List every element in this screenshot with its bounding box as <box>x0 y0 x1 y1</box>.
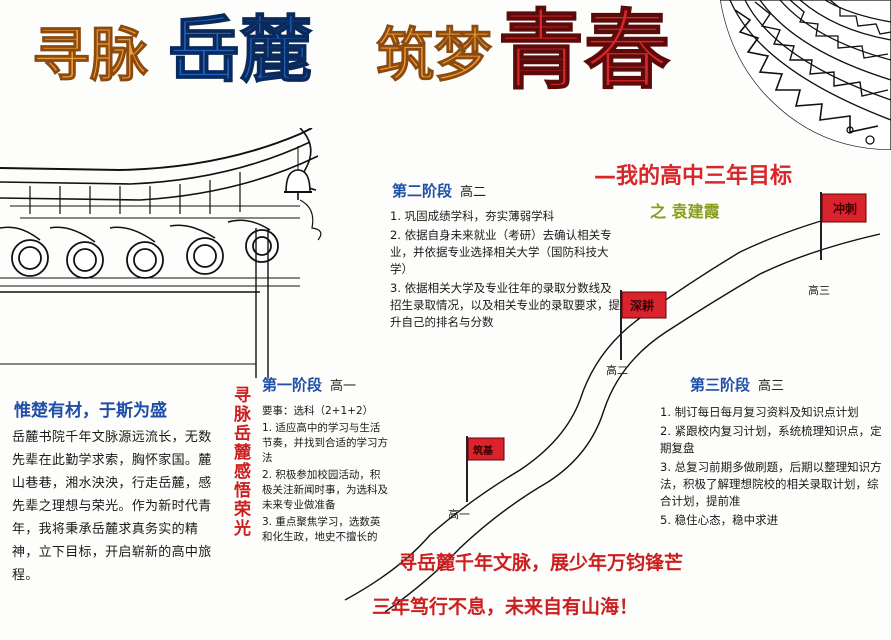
roof-illustration <box>0 128 322 378</box>
road-grade-3: 高三 <box>808 284 830 297</box>
stage1-item: 2. 积极参加校园活动，积极关注新闻时事，为选科及未来专业做准备 <box>262 469 388 511</box>
road-grade-1: 高一 <box>448 508 470 521</box>
road-grade-2: 高二 <box>606 364 628 377</box>
left-panel-heading: 惟楚有材，于斯为盛 <box>14 401 167 421</box>
stage1-header: 第一阶段高一 <box>262 374 356 395</box>
stage1-item: 要事：选科（2+1+2） <box>262 405 374 417</box>
title-word-2: 岳麓 <box>167 7 313 92</box>
title-word-4: 青春 <box>497 0 671 101</box>
flag-label-3: 冲刺 <box>833 202 858 216</box>
subtitle-author: 之 袁建霞 <box>650 202 720 221</box>
flag-pole-3 <box>820 192 867 260</box>
flag-icon <box>821 193 867 223</box>
title-word-3: 筑梦 <box>375 21 493 89</box>
flag-label-2: 深耕 <box>630 299 655 313</box>
stage3-item: 2. 紧跟校内复习计划，系统梳理知识点，定期复盘 <box>660 424 882 455</box>
stage1-item: 3. 重点聚焦学习，选数英和化生政，地史不擅长的 <box>262 516 381 543</box>
decorative-pattern <box>720 0 891 150</box>
stage2-header: 第二阶段高二 <box>392 180 486 201</box>
flag-icon <box>467 437 505 461</box>
stage3-list: 1. 制订每日每月复习资料及知识点计划 2. 紧跟校内复习计划，系统梳理知识点，… <box>660 404 882 531</box>
stage2-item: 2. 依据自身未来就业（考研）去确认相关专业，并依据专业选择相关大学（国防科技大… <box>390 228 612 276</box>
flag-pole-2 <box>620 290 667 360</box>
stage1-grade: 高一 <box>330 379 357 394</box>
stage2-item: 3. 依据相关大学及专业往年的录取分数线及招生录取情况，以及相关专业的录取要求，… <box>390 281 620 329</box>
left-panel-body: 岳麓书院千年文脉源远流长，无数先辈在此勤学求索，胸怀家国。麓山巷巷，湘水泱泱，行… <box>12 430 212 583</box>
vertical-text: 寻脉岳麓感悟荣光 <box>230 386 250 538</box>
stage1-label: 第一阶段 <box>262 376 323 394</box>
stage1-list: 要事：选科（2+1+2） 1. 适应高中的学习与生活节奏，并找到合适的学习方法 … <box>262 404 390 547</box>
subtitle-line: —我的高中三年目标 <box>594 164 793 189</box>
stage3-header: 第三阶段高三 <box>690 374 784 395</box>
stage3-label: 第三阶段 <box>690 376 751 394</box>
stage2-item: 1. 巩固成绩学科，夯实薄弱学科 <box>390 209 555 223</box>
stage2-grade: 高二 <box>460 185 487 200</box>
title-word-1: 寻脉 <box>31 21 149 89</box>
slogan-line-2: 三年笃行不息，未来自有山海！ <box>372 596 639 618</box>
flag-icon <box>621 291 667 319</box>
stage3-grade: 高三 <box>758 379 785 394</box>
flag-label-1: 筑基 <box>473 446 493 457</box>
stage2-label: 第二阶段 <box>392 182 453 200</box>
stage1-item: 1. 适应高中的学习与生活节奏，并找到合适的学习方法 <box>262 422 388 464</box>
stage3-item: 5. 稳住心态，稳中求进 <box>660 513 779 527</box>
stage3-item: 1. 制订每日每月复习资料及知识点计划 <box>660 405 859 419</box>
stage3-item: 3. 总复习前期多做刷题，后期以整理知识方法，积极了解理想院校的相关录取计划，综… <box>660 460 882 508</box>
slogan-line-1: 寻岳麓千年文脉，展少年万钧锋芒 <box>398 552 684 574</box>
flag-pole-1 <box>466 436 505 502</box>
stage2-list: 1. 巩固成绩学科，夯实薄弱学科 2. 依据自身未来就业（考研）去确认相关专业，… <box>390 208 622 333</box>
